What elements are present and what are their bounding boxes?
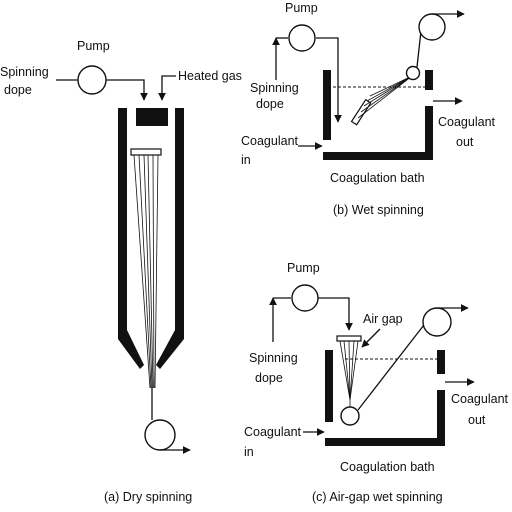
dry-pump-label: Pump	[77, 39, 110, 53]
dry-dope-label-2: dope	[4, 83, 32, 97]
airgap-fiber-up-line	[357, 311, 435, 411]
wet-pump-label: Pump	[285, 1, 318, 15]
dry-take-up-roll	[144, 419, 176, 451]
wet-bath-right-wall-upper	[425, 70, 433, 90]
wet-bath-left-wall	[323, 70, 331, 140]
airgap-air-gap-label: Air gap	[363, 312, 403, 326]
dry-chamber-right-wall	[156, 108, 184, 369]
dry-dope-label-1: Spinning	[0, 65, 49, 79]
wet-pump-to-spinneret-line	[316, 37, 342, 123]
airgap-guide-roll	[340, 406, 360, 426]
airgap-air-gap-arrow	[361, 328, 381, 348]
dry-pump-icon	[77, 65, 107, 95]
airgap-dope-label-2: dope	[255, 371, 283, 385]
dry-spinneret-block	[136, 108, 168, 126]
airgap-bath-left-wall	[325, 350, 333, 422]
wet-dope-label-1: Spinning	[250, 81, 299, 95]
airgap-spinneret	[336, 335, 362, 342]
airgap-dope-label-1: Spinning	[249, 351, 298, 365]
panel-wet-spinning: Pump Spinning dope Coagulant	[241, 1, 496, 217]
panel-airgap-wet-spinning: Pump Spinning dope Air gap	[244, 261, 509, 504]
wet-bath-label: Coagulation bath	[330, 171, 425, 185]
wet-coag-out-label-1: Coagulant	[438, 115, 496, 129]
dry-heated-gas-arrow	[158, 75, 176, 101]
airgap-caption: (c) Air-gap wet spinning	[312, 490, 443, 504]
airgap-coag-out-label-2: out	[468, 413, 486, 427]
wet-coag-out-label-2: out	[456, 135, 474, 149]
dry-caption: (a) Dry spinning	[104, 490, 192, 504]
dry-filaments	[133, 154, 159, 420]
wet-bath-floor	[323, 152, 433, 160]
wet-coag-in-label-2: in	[241, 153, 251, 167]
wet-dope-label-2: dope	[256, 97, 284, 111]
airgap-pump-label: Pump	[287, 261, 320, 275]
airgap-bath-floor	[325, 438, 445, 446]
dry-spinneret-plate	[130, 148, 162, 156]
airgap-pump-icon	[291, 284, 319, 312]
wet-pump-icon	[288, 24, 316, 52]
wet-bath-right-wall-lower	[425, 106, 433, 160]
dry-pump-to-spinneret-arrow	[106, 79, 148, 101]
airgap-bath-label: Coagulation bath	[340, 460, 435, 474]
airgap-coag-in-label-1: Coagulant	[244, 425, 302, 439]
airgap-bath-right-wall-upper	[437, 350, 445, 374]
airgap-pump-to-spinneret-line	[318, 297, 353, 331]
wet-filaments	[357, 75, 413, 119]
airgap-coag-out-label-1: Coagulant	[451, 392, 509, 406]
airgap-take-up-roll	[422, 307, 452, 337]
dry-heated-gas-label: Heated gas	[178, 69, 242, 83]
wet-take-up-roll	[418, 13, 446, 41]
airgap-filaments	[339, 340, 359, 408]
dry-chamber-left-wall	[118, 108, 144, 369]
panel-dry-spinning: Pump Spinning dope Heated gas (a) Dry sp…	[0, 39, 242, 504]
wet-caption: (b) Wet spinning	[333, 203, 424, 217]
wet-coag-in-label-1: Coagulant	[241, 134, 299, 148]
wet-guide-roll	[405, 65, 421, 81]
airgap-coag-in-label-2: in	[244, 445, 254, 459]
airgap-bath-right-wall-lower	[437, 390, 445, 446]
